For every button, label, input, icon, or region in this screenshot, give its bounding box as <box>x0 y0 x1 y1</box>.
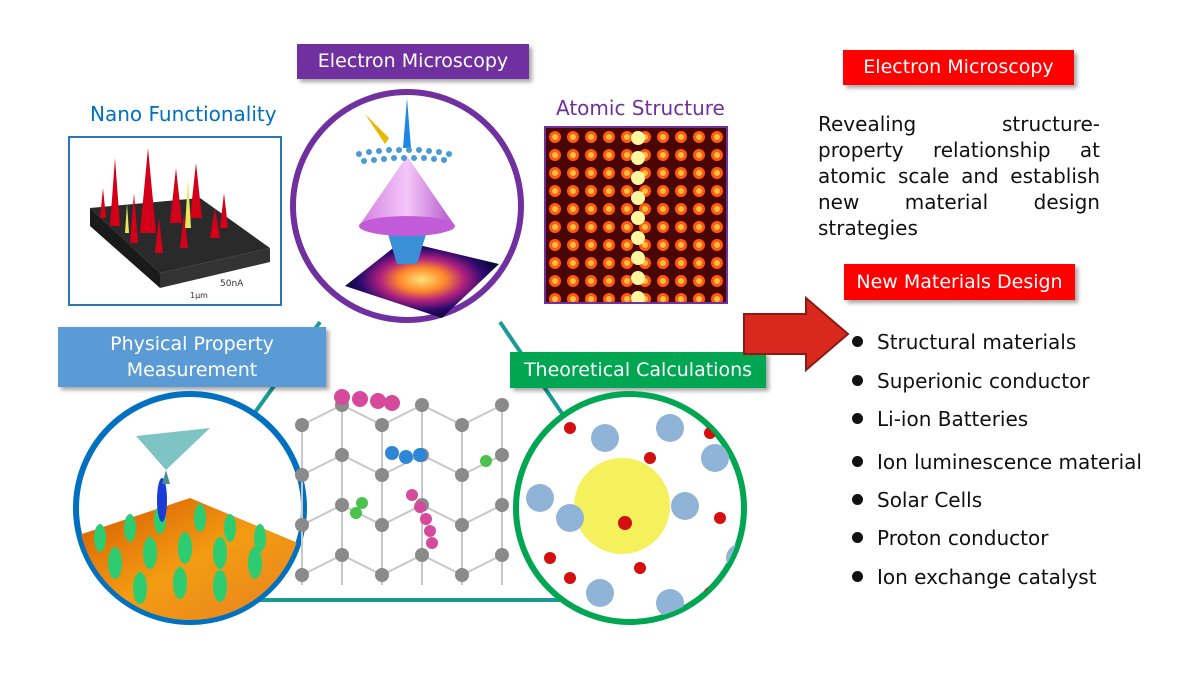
electron-microscopy-label: Electron Microscopy <box>297 44 529 79</box>
bullet-icon <box>852 413 863 424</box>
physical-property-circle <box>73 391 307 625</box>
list-item: Li-ion Batteries <box>852 407 1028 431</box>
list-item: Structural materials <box>852 330 1076 354</box>
bullet-icon <box>852 375 863 386</box>
list-item: Ion exchange catalyst <box>852 565 1097 589</box>
list-item: Ion luminescence material <box>852 450 1142 474</box>
list-item: Solar Cells <box>852 488 982 512</box>
theoretical-calculations-label: Theoretical Calculations <box>510 352 766 388</box>
atomic-structure-image <box>544 126 728 304</box>
nano-surface-plot: 50nA 1μm <box>90 148 270 300</box>
section2-title: New Materials Design <box>844 264 1075 300</box>
electron-microscopy-circle <box>290 89 524 323</box>
arrow-right-icon <box>743 296 850 372</box>
nano-functionality-image: 50nA 1μm <box>68 136 282 306</box>
nano-scale-label: 50nA <box>220 279 244 289</box>
atomic-structure-label: Atomic Structure <box>556 96 725 120</box>
crystal-structure <box>295 389 509 585</box>
bullet-icon <box>852 336 863 347</box>
nano-axis-label: 1μm <box>190 291 208 300</box>
list-item: Proton conductor <box>852 526 1048 550</box>
list-item: Superionic conductor <box>852 369 1090 393</box>
atomic-lattice <box>546 128 726 302</box>
section1-title: Electron Microscopy <box>843 50 1074 85</box>
bullet-icon <box>852 456 863 467</box>
bullet-icon <box>852 571 863 582</box>
bullet-icon <box>852 532 863 543</box>
nano-functionality-label: Nano Functionality <box>90 102 277 126</box>
physical-property-label: Physical Property Measurement <box>58 327 326 387</box>
theoretical-calculations-circle <box>513 391 747 625</box>
section1-description: Revealing structure-property relationshi… <box>818 112 1100 240</box>
bullet-icon <box>852 494 863 505</box>
